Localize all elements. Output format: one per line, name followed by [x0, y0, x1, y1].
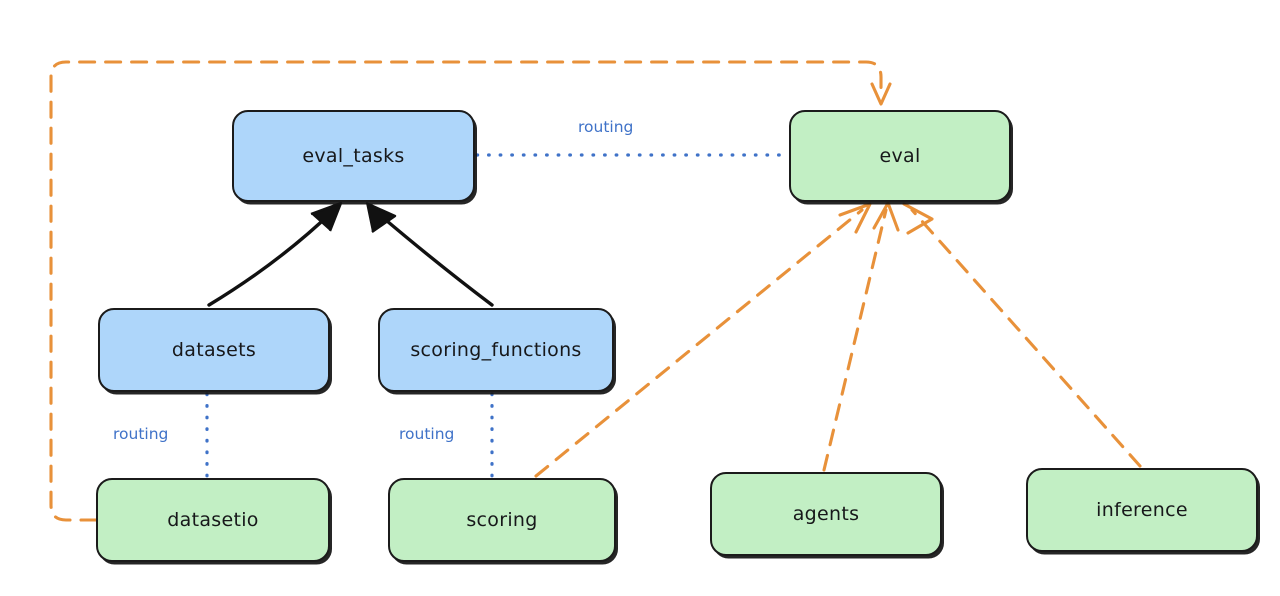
node-label: datasets — [171, 339, 257, 361]
node-datasets[interactable]: datasets — [98, 308, 330, 392]
edge-scoring-functions-to-eval-tasks — [365, 201, 494, 307]
node-scoring[interactable]: scoring — [388, 478, 616, 562]
node-inference[interactable]: inference — [1026, 468, 1258, 552]
node-eval[interactable]: eval — [789, 110, 1011, 202]
node-scoring-functions[interactable]: scoring_functions — [378, 308, 614, 392]
edge-datasets-to-eval-tasks — [207, 201, 343, 307]
node-label: scoring — [466, 509, 538, 531]
edge-label-routing-scoring-functions: routing — [399, 425, 455, 443]
node-eval-tasks[interactable]: eval_tasks — [232, 110, 475, 202]
node-label: inference — [1096, 499, 1188, 521]
edge-agents-to-eval — [822, 201, 900, 472]
edge-datasetio-to-eval — [49, 60, 892, 522]
edge-label-routing-datasets: routing — [113, 425, 169, 443]
node-label: eval — [879, 145, 921, 167]
node-label: agents — [792, 503, 860, 525]
edge-scoring-to-eval — [534, 202, 872, 478]
node-agents[interactable]: agents — [710, 472, 942, 556]
node-label: scoring_functions — [410, 339, 582, 361]
node-label: eval_tasks — [302, 145, 405, 167]
node-label: datasetio — [167, 509, 259, 531]
edge-label-routing-eval-tasks: routing — [578, 118, 634, 136]
node-datasetio[interactable]: datasetio — [96, 478, 330, 562]
edge-inference-to-eval — [902, 202, 1142, 468]
